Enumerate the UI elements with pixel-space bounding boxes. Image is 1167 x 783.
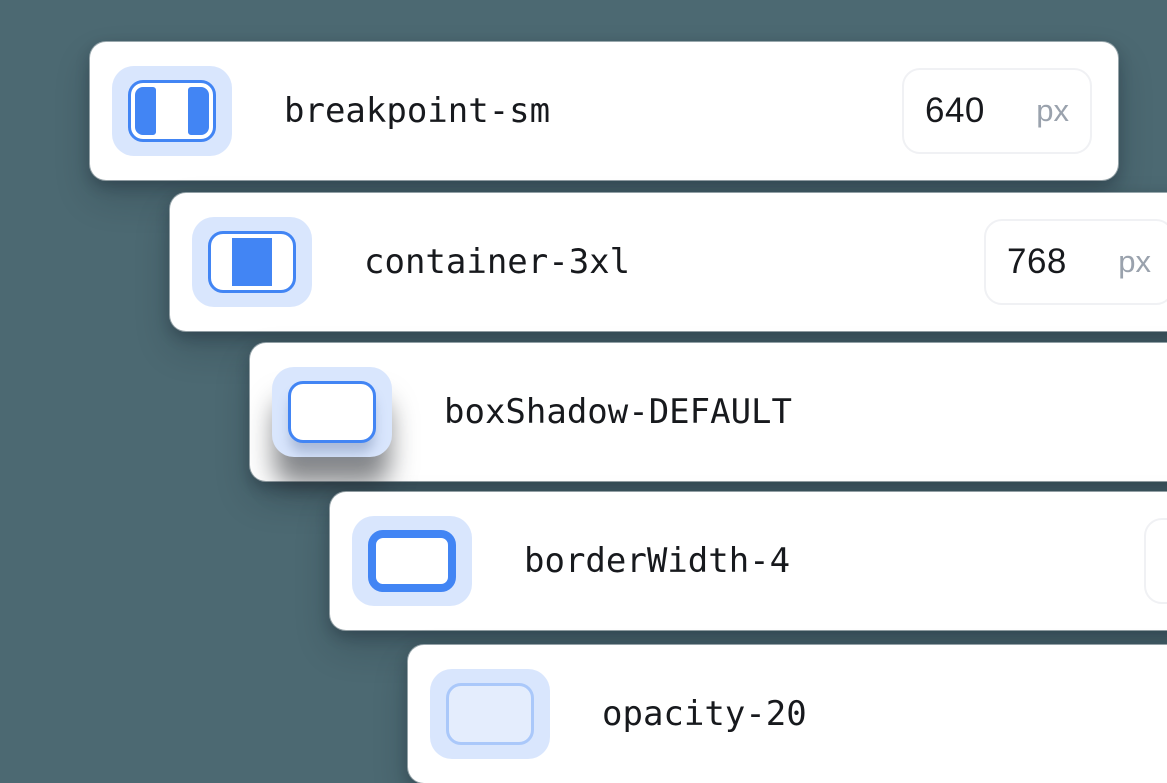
token-value-field[interactable]: 4 px [1144,518,1167,604]
border-width-icon-glyph [368,530,456,592]
token-card-container-3xl[interactable]: container-3xl 768 px [170,193,1167,331]
breakpoint-icon [112,66,232,156]
box-shadow-icon-glyph [288,381,376,443]
token-value-field[interactable]: 768 px [984,219,1167,305]
token-label: borderWidth-4 [524,541,791,581]
breakpoint-icon-glyph [128,80,216,142]
token-label: boxShadow-DEFAULT [444,392,792,432]
box-shadow-icon [272,367,392,457]
token-card-opacity-20[interactable]: opacity-20 [408,645,1167,783]
container-icon [192,217,312,307]
token-unit-label: px [1118,244,1151,279]
token-card-breakpoint-sm[interactable]: breakpoint-sm 640 px [90,42,1118,180]
token-unit-label: px [1036,93,1069,128]
token-label: container-3xl [364,242,631,282]
token-label: opacity-20 [602,694,807,734]
token-card-borderwidth-4[interactable]: borderWidth-4 4 px [330,492,1167,630]
token-value-field[interactable]: 640 px [902,68,1092,154]
token-value[interactable]: 640 [925,91,985,130]
opacity-icon [430,669,550,759]
token-card-boxshadow-default[interactable]: boxShadow-DEFAULT [250,343,1167,481]
container-icon-glyph [208,231,296,293]
token-label: breakpoint-sm [284,91,551,131]
token-value[interactable]: 768 [1007,242,1067,281]
opacity-icon-glyph [446,683,534,745]
border-width-icon [352,516,472,606]
